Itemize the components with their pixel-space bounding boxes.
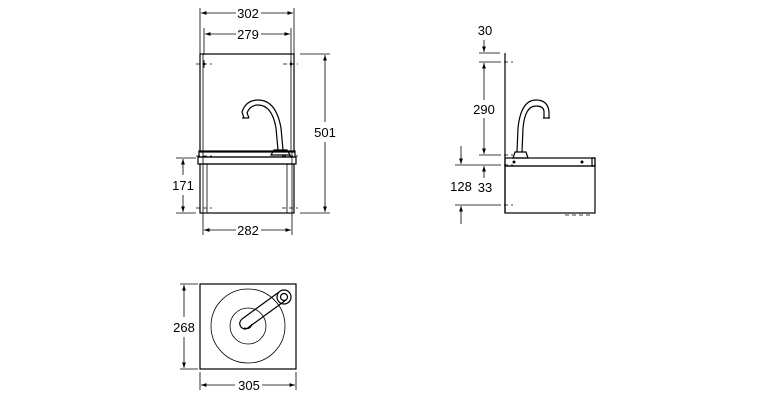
front-view: 302 279 <box>172 6 336 238</box>
backplate <box>199 53 295 153</box>
dim-305-label: 305 <box>238 378 260 393</box>
dim-33-label: 33 <box>478 180 492 195</box>
side-view: 30 290 33 128 <box>450 23 596 224</box>
dim-bowl-height: 171 <box>172 157 196 214</box>
bowl-inner-circle <box>229 307 267 345</box>
basin-outline-top <box>199 283 297 370</box>
dim-30-label: 30 <box>478 23 492 38</box>
dim-top-width: 305 <box>199 372 297 393</box>
faucet-top <box>239 289 292 330</box>
dim-279-label: 279 <box>237 27 259 42</box>
faucet <box>241 99 292 156</box>
basin-body <box>199 163 295 214</box>
dim-268-label: 268 <box>173 320 195 335</box>
dim-overall-width: 302 <box>201 6 293 21</box>
faucet-side <box>512 99 550 159</box>
dim-top-offset: 30 <box>478 23 492 75</box>
dim-128-label: 128 <box>450 179 472 194</box>
dim-290-label: 290 <box>473 102 495 117</box>
dim-depth: 268 <box>173 283 198 370</box>
dim-bowl-fixing-height: 128 <box>450 146 472 224</box>
dim-bowl-width: 282 <box>202 220 293 238</box>
top-view: 268 305 <box>173 283 297 393</box>
dim-overall-height: 501 <box>300 53 336 214</box>
dim-282-label: 282 <box>237 223 259 238</box>
dim-lower-offset: 33 <box>478 166 492 195</box>
basin-body-side <box>504 165 596 214</box>
dim-upper-fixing-height: 290 <box>473 75 495 154</box>
bowl-outer-circle <box>210 288 286 364</box>
dim-171-label: 171 <box>172 178 194 193</box>
dim-302-label: 302 <box>237 6 259 21</box>
dim-501-label: 501 <box>314 125 336 140</box>
dim-backplate-width: 279 <box>205 27 290 42</box>
fixing-hole-marks <box>196 60 298 68</box>
